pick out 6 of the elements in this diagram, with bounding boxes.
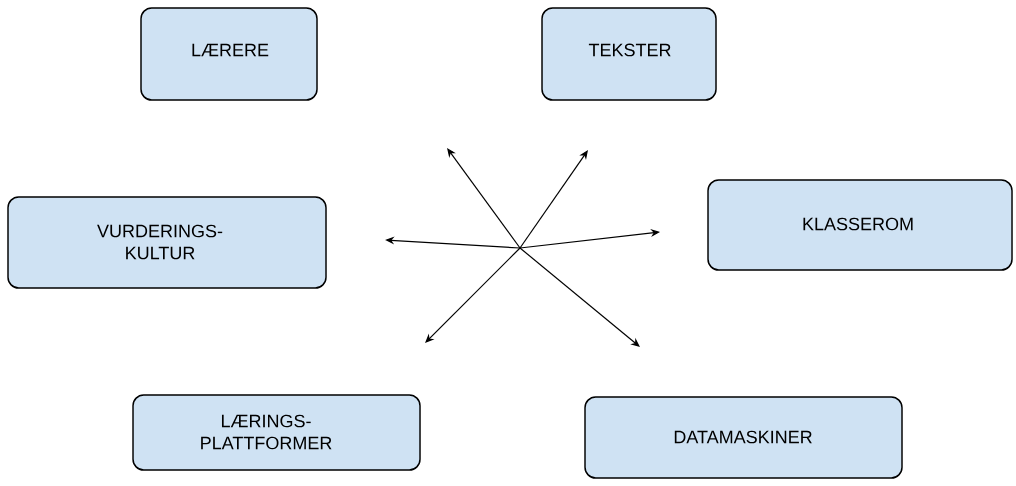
process-box: VURDERINGS- KULTUR — [7, 196, 327, 289]
process-box: LÆRERE — [140, 7, 318, 101]
process-box: DATAMASKINER — [584, 396, 903, 479]
process-box: KLASSEROM — [707, 179, 1013, 271]
process-box: LÆRINGS- PLATTFORMER — [132, 394, 421, 471]
process-box: TEKSTER — [541, 7, 717, 101]
